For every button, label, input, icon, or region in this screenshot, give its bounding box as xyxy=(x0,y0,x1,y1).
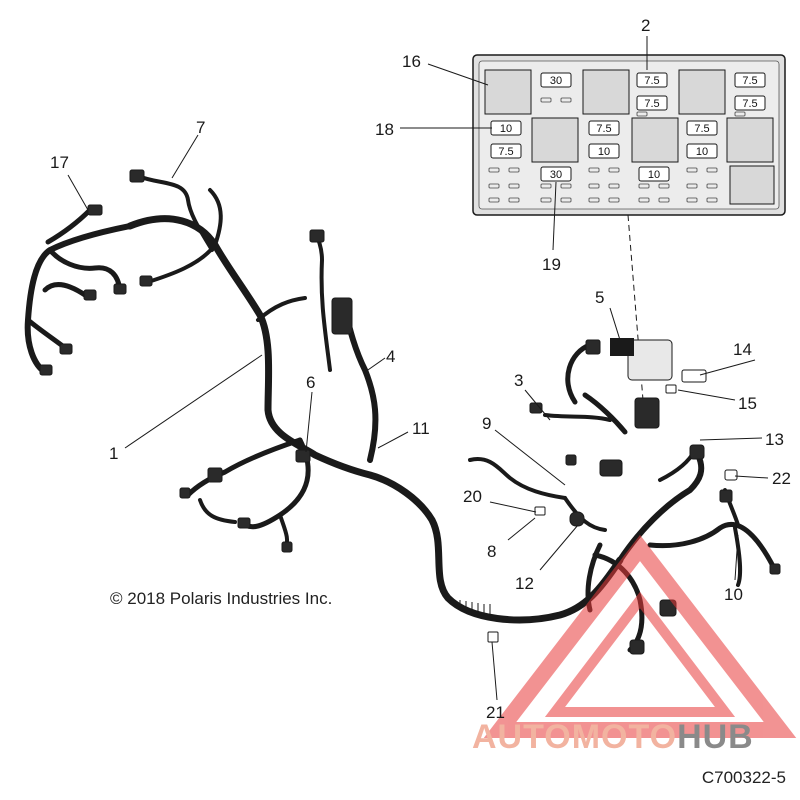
callout-2: 2 xyxy=(641,16,650,35)
callout-22: 22 xyxy=(772,469,791,488)
svg-text:30: 30 xyxy=(550,75,562,87)
brand-text-primary: AUTOMOTO xyxy=(472,718,678,756)
fuse-box: 30 7.5 7.5 7.5 7.5 10 7.5 7.5 7.5 10 10 … xyxy=(472,54,786,216)
callout-9: 9 xyxy=(482,414,491,433)
callout-6: 6 xyxy=(306,373,315,392)
svg-text:7.5: 7.5 xyxy=(498,146,513,158)
callout-labels: 1 2 3 4 5 6 7 8 9 10 11 12 13 14 15 16 1… xyxy=(50,16,791,722)
fuse: 30 xyxy=(540,166,572,182)
svg-text:7.5: 7.5 xyxy=(742,98,757,110)
relay-block xyxy=(531,117,579,163)
svg-text:7.5: 7.5 xyxy=(644,98,659,110)
callout-4: 4 xyxy=(386,347,395,366)
callout-15: 15 xyxy=(738,394,757,413)
relay-block xyxy=(582,69,630,115)
brand-text-secondary: HUB xyxy=(677,718,754,756)
copyright-notice: © 2018 Polaris Industries Inc. xyxy=(110,589,333,608)
relay-block xyxy=(729,165,775,205)
relay-block xyxy=(678,69,726,115)
fuse: 7.5 xyxy=(490,143,522,159)
callout-20: 20 xyxy=(463,487,482,506)
watermark-triangle xyxy=(483,534,797,738)
callout-10: 10 xyxy=(724,585,743,604)
drawing-code: C700322-5 xyxy=(701,768,786,787)
fuse: 7.5 xyxy=(734,95,766,111)
fuse: 7.5 xyxy=(636,72,668,88)
relay-block xyxy=(631,117,679,163)
brand-watermark: AUTOMOTOHUB xyxy=(472,718,754,757)
fuse: 7.5 xyxy=(636,95,668,111)
callout-8: 8 xyxy=(487,542,496,561)
svg-text:10: 10 xyxy=(696,146,708,158)
callout-11: 11 xyxy=(412,419,430,438)
svg-text:10: 10 xyxy=(500,123,512,135)
svg-text:7.5: 7.5 xyxy=(742,75,757,87)
svg-text:7.5: 7.5 xyxy=(644,75,659,87)
fuse: 10 xyxy=(588,143,620,159)
svg-text:7.5: 7.5 xyxy=(694,123,709,135)
fuse: 7.5 xyxy=(734,72,766,88)
svg-text:7.5: 7.5 xyxy=(596,123,611,135)
fuse: 10 xyxy=(490,120,522,136)
relay-block xyxy=(726,117,774,163)
callout-17: 17 xyxy=(50,153,69,172)
svg-text:10: 10 xyxy=(598,146,610,158)
fuse: 30 xyxy=(540,72,572,88)
callout-21: 21 xyxy=(486,703,505,722)
leader-lines xyxy=(67,36,769,701)
fuse: 10 xyxy=(686,143,718,159)
callout-7: 7 xyxy=(196,118,205,137)
callout-5: 5 xyxy=(595,288,604,307)
callout-16: 16 xyxy=(402,52,421,71)
callout-12: 12 xyxy=(515,574,534,593)
callout-3: 3 xyxy=(514,371,523,390)
callout-18: 18 xyxy=(375,120,394,139)
fuse: 7.5 xyxy=(588,120,620,136)
callout-19: 19 xyxy=(542,255,561,274)
fuse: 10 xyxy=(638,166,670,182)
relay-block xyxy=(484,69,532,115)
relay-module xyxy=(487,338,738,643)
svg-text:10: 10 xyxy=(648,169,660,181)
fuse: 7.5 xyxy=(686,120,718,136)
callout-14: 14 xyxy=(733,340,752,359)
callout-1: 1 xyxy=(109,444,118,463)
svg-text:30: 30 xyxy=(550,169,562,181)
callout-13: 13 xyxy=(765,430,784,449)
